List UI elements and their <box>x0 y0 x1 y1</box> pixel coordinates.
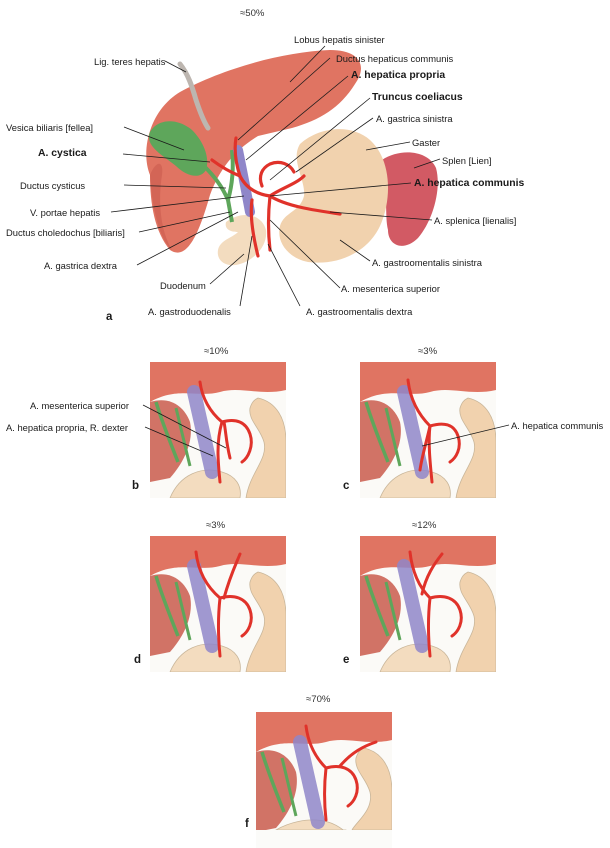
label-a-hepatica-communis: A. hepatica communis <box>414 178 525 189</box>
portal-vein-shape <box>293 735 325 829</box>
artery-branch-3 <box>324 765 359 808</box>
artery-branch-4 <box>428 595 463 638</box>
lig-teres-shape <box>177 61 211 131</box>
label-ductus-choledochus: Ductus choledochus [biliaris] <box>6 227 125 238</box>
label-a-gastroomentalis-sinistra: A. gastroomentalis sinistra <box>372 257 482 268</box>
liver-shape <box>150 536 286 576</box>
bile-duct-shape <box>364 401 390 463</box>
label-b-a-mesenterica-superior: A. mesenterica superior <box>30 400 130 411</box>
bile-duct-shape <box>154 575 180 637</box>
duodenum-shape <box>379 643 451 672</box>
label-lobus-hepatis-sinister: Lobus hepatis sinister <box>294 34 385 45</box>
panel-b-letter: b <box>132 480 140 492</box>
ductus-choledochus-shape <box>174 581 192 641</box>
panel-d-letter: d <box>134 654 142 666</box>
portal-vein-shape <box>397 559 429 653</box>
liver-shape <box>360 536 496 576</box>
duodenum-shape <box>275 819 347 830</box>
artery-branch-2 <box>408 550 432 600</box>
label-truncus-coeliacus: Truncus coeliacus <box>372 92 463 103</box>
panel-d-frequency: ≈3% <box>206 520 226 531</box>
panel-d-illustration <box>150 536 286 672</box>
panel-e-frequency: ≈12% <box>412 520 437 531</box>
artery-branch-2 <box>304 724 328 770</box>
label-lig-teres-hepatis: Lig. teres hepatis <box>94 56 166 67</box>
panel-c-illustration <box>360 362 496 498</box>
label-b-a-hepatica-propria-r-dexter: A. hepatica propria, R. dexter <box>6 422 128 433</box>
panel-f-illustration <box>256 712 392 848</box>
panel-a-letter: a <box>106 311 113 323</box>
liver-shape <box>256 712 392 752</box>
label-a-gastrica-sinistra: A. gastrica sinistra <box>376 113 453 124</box>
artery-branch-1 <box>323 766 328 822</box>
artery-branch-2 <box>406 378 432 428</box>
stomach-shape <box>455 571 496 672</box>
stomach-shape <box>279 129 389 263</box>
stomach-shape <box>245 397 286 498</box>
label-a-cystica: A. cystica <box>38 148 87 159</box>
label-a-splenica: A. splenica [lienalis] <box>434 215 517 226</box>
artery-branch-2 <box>194 550 222 600</box>
panel-a-frequency: ≈50% <box>240 8 265 19</box>
ductus-choledochus-shape <box>280 757 298 817</box>
panel-f-letter: f <box>245 818 249 830</box>
panel-e-illustration <box>360 536 496 672</box>
artery-branch-3 <box>420 552 444 596</box>
panel-b-frequency: ≈10% <box>204 346 229 357</box>
duodenum-shape <box>217 215 267 266</box>
artery-branch-4 <box>220 419 253 464</box>
panel-c-frequency: ≈3% <box>418 346 438 357</box>
label-splen: Splen [Lien] <box>442 155 492 166</box>
artery-branch-4 <box>338 740 378 768</box>
artery-branch-1 <box>427 596 432 658</box>
bile-duct-shape <box>364 575 390 637</box>
label-a-hepatica-propria: A. hepatica propria <box>351 70 446 81</box>
ductus-choledochus-shape <box>384 407 402 467</box>
label-duodenum: Duodenum <box>160 280 206 291</box>
bile-duct-shape <box>260 751 286 813</box>
spleen-shape <box>373 152 438 246</box>
label-ductus-hepaticus-communis: Ductus hepaticus communis <box>336 53 454 64</box>
panel-f-frequency: ≈70% <box>306 694 331 705</box>
ductus-choledochus-shape <box>384 581 402 641</box>
label-gaster: Gaster <box>412 137 441 148</box>
label-a-gastroduodenalis: A. gastroduodenalis <box>148 306 231 317</box>
label-ductus-cysticus: Ductus cysticus <box>20 180 86 191</box>
panel-b-illustration <box>150 362 286 498</box>
stomach-shape <box>245 571 286 672</box>
duodenum-shape <box>169 469 241 498</box>
stomach-shape <box>351 747 392 830</box>
liver-shape <box>150 362 286 402</box>
artery-branch-4 <box>218 595 253 638</box>
liver-shape <box>360 362 496 402</box>
panel-e-letter: e <box>343 654 350 666</box>
panel-c-letter: c <box>343 480 350 492</box>
label-a-gastrica-dextra: A. gastrica dextra <box>44 260 117 271</box>
artery-branch-1 <box>217 596 222 658</box>
duodenum-shape <box>169 643 241 672</box>
portal-vein-shape <box>187 559 219 653</box>
artery-branch-3 <box>222 552 242 600</box>
label-a-gastroomentalis-dextra: A. gastroomentalis dextra <box>306 306 413 317</box>
label-v-portae-hepatis: V. portae hepatis <box>30 207 101 218</box>
label-c-a-hepatica-communis: A. hepatica communis <box>511 420 604 431</box>
label-vesica-biliaris: Vesica biliaris [fellea] <box>6 122 94 133</box>
label-a-mesenterica-superior: A. mesenterica superior <box>341 283 441 294</box>
